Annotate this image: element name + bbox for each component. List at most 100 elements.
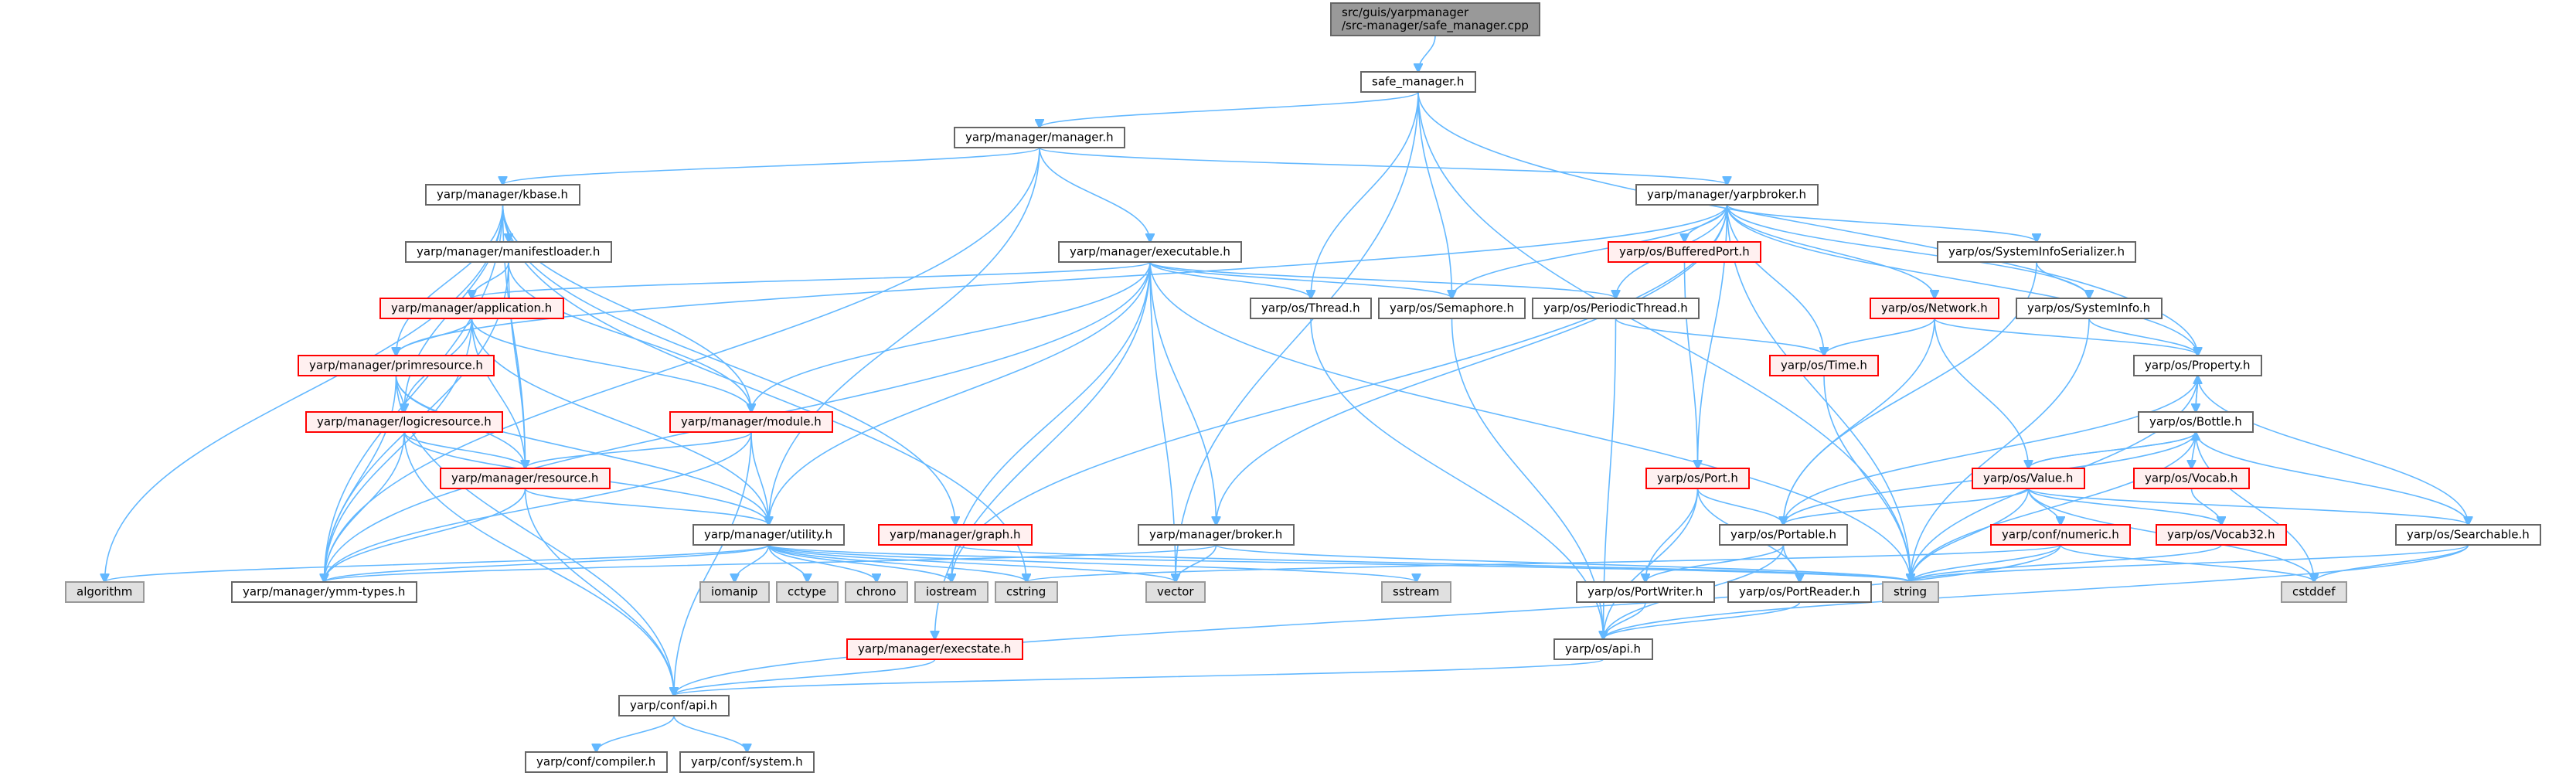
node-label: safe_manager.h	[1372, 75, 1464, 90]
edge-osapi-to-confapi	[674, 659, 1604, 696]
node-box[interactable]	[669, 411, 833, 433]
node-box[interactable]	[2133, 355, 2262, 376]
node-box[interactable]	[954, 127, 1125, 148]
node-box[interactable]	[1608, 241, 1761, 263]
node-box[interactable]	[298, 355, 495, 376]
edge-manifestloader-to-resource	[508, 261, 526, 468]
node-label: yarp/manager/execstate.h	[858, 642, 1011, 656]
node-box[interactable]	[2133, 468, 2250, 489]
node-box[interactable]	[1058, 241, 1242, 263]
node-system-label[interactable]: yarp/conf/system.h	[691, 755, 803, 769]
node-box[interactable]	[1645, 468, 1750, 489]
node-label: chrono	[856, 585, 896, 599]
node-safe_manager-label[interactable]: safe_manager.h	[1372, 75, 1464, 90]
node-portwriter-label[interactable]: yarp/os/PortWriter.h	[1587, 585, 1703, 599]
node-box[interactable]	[878, 524, 1033, 546]
node-box	[1145, 581, 1206, 603]
node-box[interactable]	[1553, 638, 1653, 660]
node-periodicthread-label[interactable]: yarp/os/PeriodicThread.h	[1543, 301, 1688, 315]
node-box[interactable]	[231, 581, 417, 603]
node-box[interactable]	[2156, 524, 2287, 546]
node-portable-label[interactable]: yarp/os/Portable.h	[1730, 528, 1836, 542]
node-property-label[interactable]: yarp/os/Property.h	[2145, 359, 2250, 373]
node-searchable-label[interactable]: yarp/os/Searchable.h	[2407, 528, 2530, 542]
node-box[interactable]	[1330, 2, 1540, 36]
node-label: yarp/os/Port.h	[1657, 471, 1738, 485]
node-manifestloader-label[interactable]: yarp/manager/manifestloader.h	[417, 245, 600, 259]
node-portreader-label[interactable]: yarp/os/PortReader.h	[1739, 585, 1860, 599]
node-label: /src-manager/safe_manager.cpp	[1342, 19, 1529, 33]
node-box[interactable]	[2138, 411, 2254, 433]
node-osapi-label[interactable]: yarp/os/api.h	[1565, 642, 1641, 656]
node-time-label[interactable]: yarp/os/Time.h	[1781, 359, 1867, 373]
node-box[interactable]	[525, 751, 668, 773]
node-thread-label[interactable]: yarp/os/Thread.h	[1261, 301, 1360, 315]
node-vocab-label[interactable]: yarp/os/Vocab.h	[2145, 471, 2237, 485]
node-box[interactable]	[679, 751, 815, 773]
node-box[interactable]	[305, 411, 503, 433]
node-box[interactable]	[1138, 524, 1295, 546]
node-semaphore-label[interactable]: yarp/os/Semaphore.h	[1390, 301, 1514, 315]
node-box[interactable]	[1719, 524, 1848, 546]
node-port-label[interactable]: yarp/os/Port.h	[1657, 471, 1738, 485]
node-box[interactable]	[1727, 581, 1872, 603]
node-confapi-label[interactable]: yarp/conf/api.h	[630, 699, 717, 713]
node-box[interactable]	[618, 695, 730, 716]
node-box[interactable]	[1635, 184, 1819, 206]
node-broker-label[interactable]: yarp/manager/broker.h	[1149, 528, 1282, 542]
node-compiler-label[interactable]: yarp/conf/compiler.h	[536, 755, 655, 769]
edge-broker-to-ymmtypes	[325, 544, 1217, 582]
node-executable-label[interactable]: yarp/manager/executable.h	[1070, 245, 1230, 259]
edge-kbase-to-algorithm	[105, 204, 504, 582]
edge-module-to-utility	[750, 431, 769, 525]
node-bottle-label[interactable]: yarp/os/Bottle.h	[2149, 415, 2242, 429]
node-box	[776, 581, 839, 603]
node-box[interactable]	[1378, 298, 1526, 319]
node-box[interactable]	[692, 524, 845, 546]
node-box[interactable]	[2016, 298, 2163, 319]
node-numeric-label[interactable]: yarp/conf/numeric.h	[2002, 528, 2119, 542]
node-box[interactable]	[440, 468, 611, 489]
node-box[interactable]	[1576, 581, 1715, 603]
node-manager-label[interactable]: yarp/manager/manager.h	[965, 131, 1114, 145]
node-sysinfo-label[interactable]: yarp/os/SystemInfo.h	[2027, 301, 2150, 315]
edge-utility-to-cstring	[767, 544, 1027, 582]
node-box	[65, 581, 145, 603]
node-box[interactable]	[405, 241, 612, 263]
node-box[interactable]	[1250, 298, 1372, 319]
node-ymmtypes-label[interactable]: yarp/manager/ymm-types.h	[243, 585, 405, 599]
node-primresource-label[interactable]: yarp/manager/primresource.h	[309, 359, 483, 373]
node-application-label[interactable]: yarp/manager/application.h	[391, 301, 552, 315]
edge-resource-to-ymmtypes	[325, 488, 526, 582]
node-box[interactable]	[2395, 524, 2541, 546]
node-root-label[interactable]: src/guis/yarpmanager/src-manager/safe_ma…	[1342, 5, 1529, 33]
node-box[interactable]	[1360, 71, 1476, 93]
node-module-label[interactable]: yarp/manager/module.h	[681, 415, 822, 429]
node-box[interactable]	[1532, 298, 1700, 319]
node-graph-label[interactable]: yarp/manager/graph.h	[890, 528, 1020, 542]
node-logicresource-label[interactable]: yarp/manager/logicresource.h	[317, 415, 492, 429]
node-bufferedport-label[interactable]: yarp/os/BufferedPort.h	[1619, 245, 1750, 259]
node-network-label[interactable]: yarp/os/Network.h	[1881, 301, 1988, 315]
node-value-label[interactable]: yarp/os/Value.h	[1983, 471, 2073, 485]
node-sysinfoser-label[interactable]: yarp/os/SystemInfoSerializer.h	[1948, 245, 2125, 259]
node-box[interactable]	[1990, 524, 2131, 546]
node-box-layer	[65, 2, 2541, 773]
node-box[interactable]	[425, 184, 580, 206]
edge-utility-to-ymmtypes	[325, 544, 770, 582]
node-box[interactable]	[1937, 241, 2136, 263]
node-kbase-label[interactable]: yarp/manager/kbase.h	[437, 188, 568, 202]
node-box[interactable]	[846, 638, 1023, 660]
node-execstate-label[interactable]: yarp/manager/execstate.h	[858, 642, 1011, 656]
node-box[interactable]	[1870, 298, 1999, 319]
node-resource-label[interactable]: yarp/manager/resource.h	[451, 471, 598, 485]
node-box[interactable]	[1769, 355, 1879, 376]
edge-resource-to-utility	[524, 488, 769, 525]
node-box[interactable]	[379, 298, 564, 319]
node-utility-label[interactable]: yarp/manager/utility.h	[704, 528, 832, 542]
edge-manager-to-executable	[1039, 147, 1150, 242]
node-vocab32-label[interactable]: yarp/os/Vocab32.h	[2167, 528, 2275, 542]
edge-safe_manager-to-vector	[1176, 91, 1419, 582]
node-box[interactable]	[1972, 468, 2085, 489]
node-yarpbroker-label[interactable]: yarp/manager/yarpbroker.h	[1647, 188, 1806, 202]
